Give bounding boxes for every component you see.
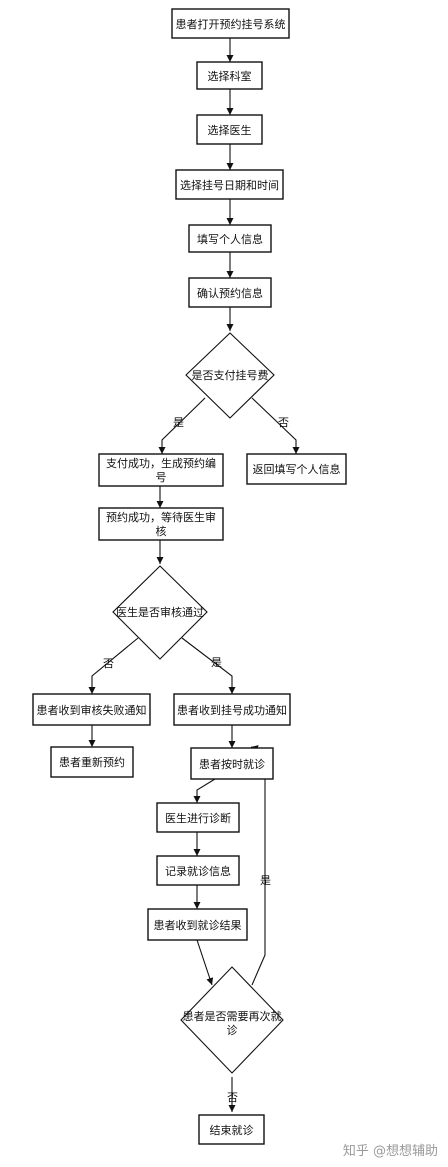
node-review-question-label: 医生是否审核通过: [116, 605, 204, 619]
node-start: 患者打开预约挂号系统: [171, 8, 290, 39]
node-result: 患者收到就诊结果: [147, 908, 248, 941]
edge-label-again-no: 否: [227, 1091, 238, 1104]
edge-payq-yes: [158, 397, 206, 454]
node-pay-success: 支付成功，生成预约编 号: [98, 453, 224, 487]
edge-labels: 是 否 否 是 是 否: [103, 416, 289, 1104]
node-info-label: 填写个人信息: [197, 232, 263, 246]
node-fail-notice: 患者收到审核失败通知: [32, 693, 151, 726]
node-review-question: 医生是否审核通过: [112, 565, 208, 660]
node-visit: 患者按时就诊: [190, 747, 274, 780]
node-fail-notice-label: 患者收到审核失败通知: [37, 703, 147, 717]
node-confirm: 确认预约信息: [188, 277, 272, 308]
node-pay-question-label: 是否支付挂号费: [192, 368, 269, 382]
node-rebook: 患者重新预约: [50, 746, 134, 778]
node-start-label: 患者打开预约挂号系统: [176, 17, 286, 31]
node-dept-label: 选择科室: [208, 69, 252, 83]
node-datetime: 选择挂号日期和时间: [175, 169, 284, 200]
node-wait-review-label-2: 核: [156, 524, 167, 538]
edge-reviewq-yes: [181, 637, 236, 694]
node-pay-question: 是否支付挂号费: [185, 332, 275, 419]
node-again-question: 患者是否需要再次就 诊: [180, 966, 284, 1074]
node-record: 记录就诊信息: [156, 855, 240, 886]
edge-result-againq: [196, 939, 214, 986]
node-again-question-label-1: 患者是否需要再次就: [183, 1009, 282, 1023]
edge-label-pay-yes: 是: [173, 416, 184, 429]
node-back-info: 返回填写个人信息: [246, 453, 347, 485]
node-pay-success-label-1: 支付成功，生成预约编: [106, 456, 216, 470]
node-rebook-label: 患者重新预约: [59, 755, 125, 769]
node-diagnose: 医生进行诊断: [156, 802, 240, 833]
watermark: 知乎 @想想辅助: [342, 1144, 438, 1159]
node-doctor: 选择医生: [196, 114, 263, 145]
node-end: 结束就诊: [198, 1114, 265, 1145]
node-record-label: 记录就诊信息: [165, 864, 231, 878]
edge-visit-diagnose: [193, 778, 216, 803]
node-info: 填写个人信息: [188, 224, 272, 253]
node-datetime-label: 选择挂号日期和时间: [180, 178, 279, 192]
node-result-label: 患者收到就诊结果: [154, 918, 242, 932]
edge-label-review-yes: 是: [211, 656, 222, 669]
node-wait-review: 预约成功，等待医生审 核: [98, 507, 224, 541]
node-pay-success-label-2: 号: [156, 471, 167, 484]
node-success-notice-label: 患者收到挂号成功通知: [177, 703, 287, 717]
edge-reviewq-no: [88, 637, 139, 694]
node-again-question-label-2: 诊: [227, 1023, 238, 1037]
node-back-info-label: 返回填写个人信息: [253, 462, 341, 476]
node-wait-review-label-1: 预约成功，等待医生审: [106, 510, 216, 524]
edge-label-pay-no: 否: [278, 416, 289, 429]
edge-againq-yes: [250, 745, 266, 986]
node-end-label: 结束就诊: [210, 1123, 254, 1137]
node-success-notice: 患者收到挂号成功通知: [173, 693, 291, 726]
edge-label-review-no: 否: [103, 657, 114, 670]
node-dept: 选择科室: [196, 61, 263, 90]
edge-label-again-yes: 是: [260, 874, 271, 887]
edge-payq-no: [251, 397, 300, 454]
node-diagnose-label: 医生进行诊断: [165, 811, 231, 825]
node-visit-label: 患者按时就诊: [199, 757, 265, 771]
node-doctor-label: 选择医生: [208, 123, 252, 137]
node-confirm-label: 确认预约信息: [197, 286, 263, 300]
